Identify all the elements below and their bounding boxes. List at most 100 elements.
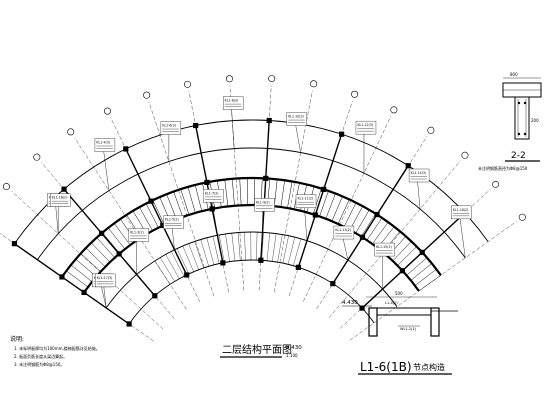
column bbox=[405, 163, 411, 169]
radial-beam bbox=[260, 120, 270, 261]
hatch-line bbox=[102, 232, 121, 254]
column bbox=[330, 281, 336, 287]
beam-tag-label: KL1-5(2) bbox=[165, 218, 179, 222]
hatch-line bbox=[165, 254, 180, 279]
hatch-line bbox=[319, 190, 329, 217]
hatch-line bbox=[180, 189, 190, 215]
beam-tag-label: KL1-6(3) bbox=[162, 124, 176, 128]
hatch-line bbox=[266, 232, 270, 261]
hatch-line bbox=[298, 240, 308, 268]
hatch-line bbox=[85, 247, 106, 268]
column bbox=[295, 264, 301, 270]
axis-bubble bbox=[492, 180, 500, 188]
hatch-line bbox=[256, 232, 258, 261]
column bbox=[81, 289, 87, 296]
hatch-line bbox=[219, 235, 225, 263]
axis-bubble bbox=[351, 90, 359, 98]
beam-tag-label: KL1-10(3) bbox=[288, 115, 304, 119]
column bbox=[152, 293, 158, 299]
axis-line bbox=[11, 191, 164, 330]
axis-line bbox=[74, 137, 187, 310]
beam-tag-box bbox=[355, 120, 377, 135]
beam-tag-box bbox=[95, 273, 116, 288]
column bbox=[61, 186, 67, 192]
hatch-line bbox=[108, 227, 126, 250]
column bbox=[99, 230, 105, 236]
beam-tag-label: KL1-12(3) bbox=[357, 123, 373, 127]
hatch-line bbox=[61, 276, 85, 293]
beam-tag-label: KL1-11(2) bbox=[298, 197, 314, 201]
hatch-line bbox=[145, 203, 159, 228]
tag-leader bbox=[303, 201, 308, 241]
section-label: 2-2 bbox=[511, 151, 526, 161]
axis-bubble bbox=[310, 80, 318, 88]
beam-tag-box bbox=[408, 168, 430, 183]
axis-bubble bbox=[461, 151, 469, 159]
plan-title-block: 二层结构平面图 4.430 1:100 bbox=[220, 343, 302, 358]
column bbox=[321, 186, 327, 192]
hatch-line bbox=[194, 184, 203, 212]
hatch-line bbox=[280, 180, 285, 208]
rebar-dot bbox=[517, 101, 521, 105]
beam-tag-label: KL1-17(3) bbox=[97, 276, 113, 280]
axis-bubble bbox=[390, 106, 398, 114]
column bbox=[160, 222, 166, 229]
column bbox=[148, 198, 154, 204]
notes-heading: 说明: bbox=[10, 335, 24, 343]
section-2-2-detail: 800 200 2-2 未注明钢筋直径为Φ8@150 bbox=[478, 72, 542, 171]
detail-label: L1-6(1B) bbox=[360, 360, 412, 374]
beam-tag-label: KL1-7(2) bbox=[205, 191, 219, 195]
column bbox=[11, 241, 18, 247]
beam-tag-box bbox=[286, 112, 307, 126]
hatch-line bbox=[237, 232, 241, 261]
axis-bubble bbox=[518, 213, 526, 221]
curved-beam bbox=[128, 259, 375, 325]
hatch-line bbox=[293, 238, 302, 266]
column bbox=[116, 251, 122, 257]
hatch-line bbox=[366, 217, 383, 241]
axis-bubble bbox=[268, 75, 276, 83]
hatch-line bbox=[313, 188, 322, 215]
beam-tag-box bbox=[163, 215, 184, 229]
note-line: 3. 未注明钢筋为Φ8@150。 bbox=[14, 361, 64, 367]
hatch-line bbox=[91, 242, 111, 263]
hatch-line bbox=[139, 207, 153, 231]
detail-suffix: 节点构造 bbox=[413, 362, 445, 372]
column bbox=[193, 122, 199, 129]
hatch-line bbox=[113, 223, 131, 246]
hatch-line bbox=[96, 237, 115, 258]
axis-bubble bbox=[225, 75, 233, 83]
hatch-line bbox=[361, 213, 376, 237]
axis-bubble bbox=[67, 128, 75, 136]
beam-tag-label: KL1-16(2) bbox=[453, 208, 469, 212]
hatch-line bbox=[414, 269, 437, 286]
rebar-dot bbox=[523, 132, 527, 136]
column bbox=[220, 260, 226, 266]
rebar-dot bbox=[517, 132, 521, 136]
hatch-line bbox=[212, 236, 220, 264]
node-detail-block: 4.430 500 L1-4(2) WL1-2(1) L1-6(1B) 节点构造 bbox=[342, 291, 458, 375]
hatch-line bbox=[287, 181, 293, 209]
hatch-line bbox=[173, 191, 184, 218]
hatch-line bbox=[187, 186, 196, 214]
beam-tag-box bbox=[254, 198, 275, 212]
axis-bubble bbox=[143, 91, 151, 99]
axis-bubble bbox=[33, 153, 41, 161]
hatch-line bbox=[325, 193, 336, 219]
hatch-line bbox=[224, 179, 229, 207]
beam-tag-label: KL1-18(2) bbox=[52, 196, 68, 200]
axis-line bbox=[303, 116, 392, 302]
column bbox=[59, 274, 65, 280]
beam-tag-box bbox=[374, 242, 395, 257]
column bbox=[359, 234, 366, 240]
section-note: 未注明钢筋直径为Φ8@150 bbox=[478, 165, 528, 171]
beam-tags: KL1-1(4)KL1-2(3)KL1-3(2)KL1-4(3)KL1-5(2)… bbox=[47, 96, 472, 288]
wall-section bbox=[430, 307, 440, 337]
column bbox=[184, 272, 190, 278]
hatch-line bbox=[239, 178, 242, 206]
section-dim-top: 800 bbox=[510, 72, 518, 77]
beam-tag-box bbox=[50, 193, 71, 207]
hatch-line bbox=[231, 178, 235, 206]
axis-bubble bbox=[427, 126, 435, 134]
tag-leader bbox=[230, 103, 235, 149]
